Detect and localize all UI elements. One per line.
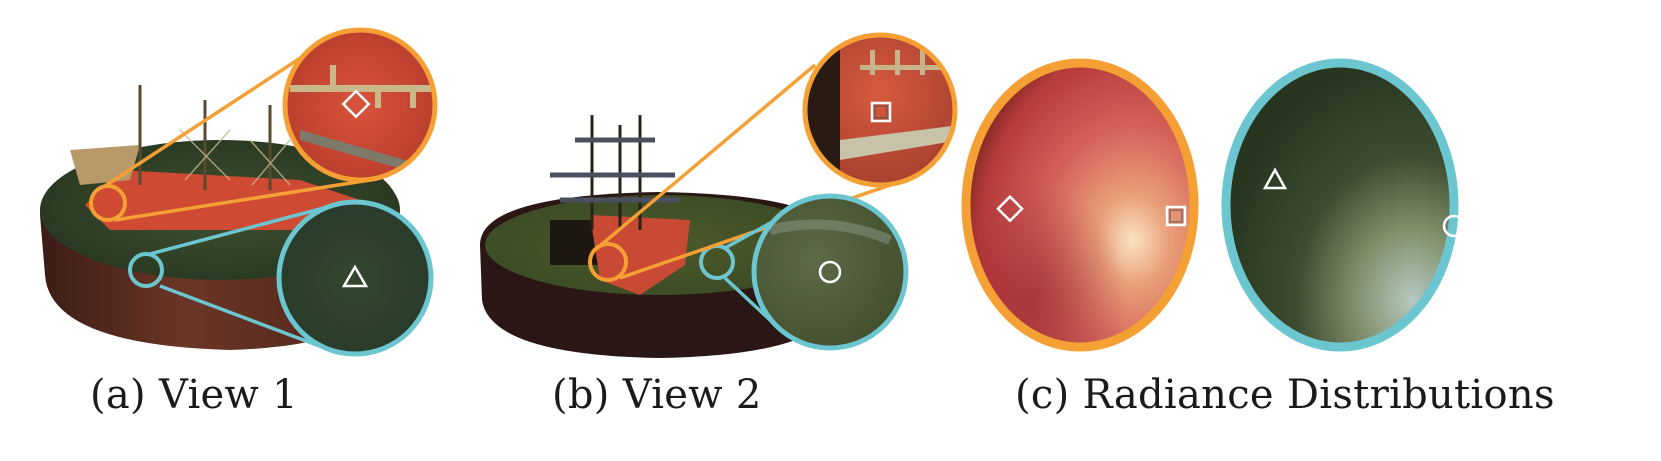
- square-marker-icon: [870, 101, 892, 123]
- diamond-marker-icon: [341, 89, 371, 119]
- ship-scene-view-2: [480, 32, 958, 358]
- panel-view-1: (a) View 1: [0, 0, 460, 461]
- circle-marker-icon: [1442, 214, 1466, 238]
- callout-marker-orange: [588, 242, 628, 282]
- panel-radiance-distributions: (c) Radiance Distributions: [960, 0, 1661, 461]
- callout-marker-cyan: [128, 252, 164, 288]
- diamond-marker-icon: [996, 194, 1024, 223]
- radiance-spheres: [961, 58, 1466, 352]
- triangle-marker-icon: [1262, 167, 1288, 190]
- inset-hull-view-1: [285, 30, 435, 180]
- caption-view-2: (b) View 2: [552, 372, 762, 418]
- circle-marker-icon: [818, 260, 842, 284]
- inset-hull-view-2: [805, 35, 955, 185]
- radiance-distribution-hull: [968, 65, 1192, 345]
- panel-view-2: (b) View 2: [440, 0, 960, 461]
- ship-scene-view-1: [40, 27, 438, 357]
- triangle-marker-icon: [341, 264, 369, 288]
- square-marker-icon: [1165, 205, 1187, 227]
- caption-radiance-distributions: (c) Radiance Distributions: [1015, 372, 1555, 418]
- inset-water-view-2: [754, 196, 906, 348]
- radiance-distribution-water: [1228, 65, 1452, 345]
- caption-view-1: (a) View 1: [90, 372, 298, 418]
- inset-water-view-1: [279, 202, 431, 354]
